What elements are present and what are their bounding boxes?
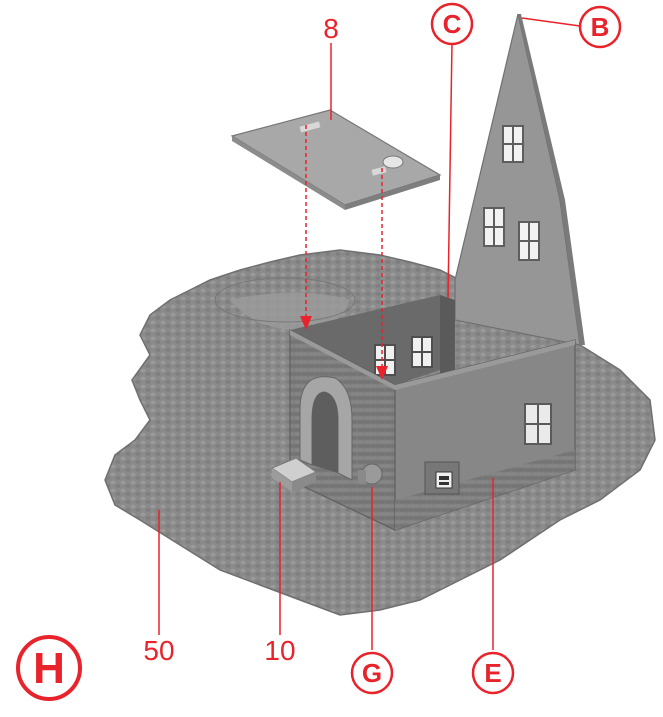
label-part-G-text: G	[362, 658, 382, 688]
side-window	[525, 404, 551, 444]
label-part-C-text: C	[443, 9, 462, 39]
label-part-C: C	[432, 4, 472, 44]
label-part-50: 50	[143, 635, 174, 666]
interior-window	[412, 337, 432, 367]
label-part-10: 10	[264, 635, 295, 666]
label-part-B-text: B	[591, 12, 610, 42]
label-part-E-text: E	[484, 658, 501, 688]
label-part-B: B	[580, 7, 620, 47]
label-part-E: E	[473, 653, 513, 693]
utility-box	[425, 462, 459, 494]
step-indicator: H	[18, 637, 80, 699]
step-indicator-text: H	[33, 644, 65, 693]
floor-plate	[232, 110, 440, 210]
gable-wall	[455, 14, 585, 345]
gable-window	[503, 126, 523, 162]
label-part-8: 8	[323, 13, 339, 44]
gable-window	[484, 208, 504, 246]
label-part-G: G	[352, 653, 392, 693]
gable-window	[519, 222, 539, 260]
